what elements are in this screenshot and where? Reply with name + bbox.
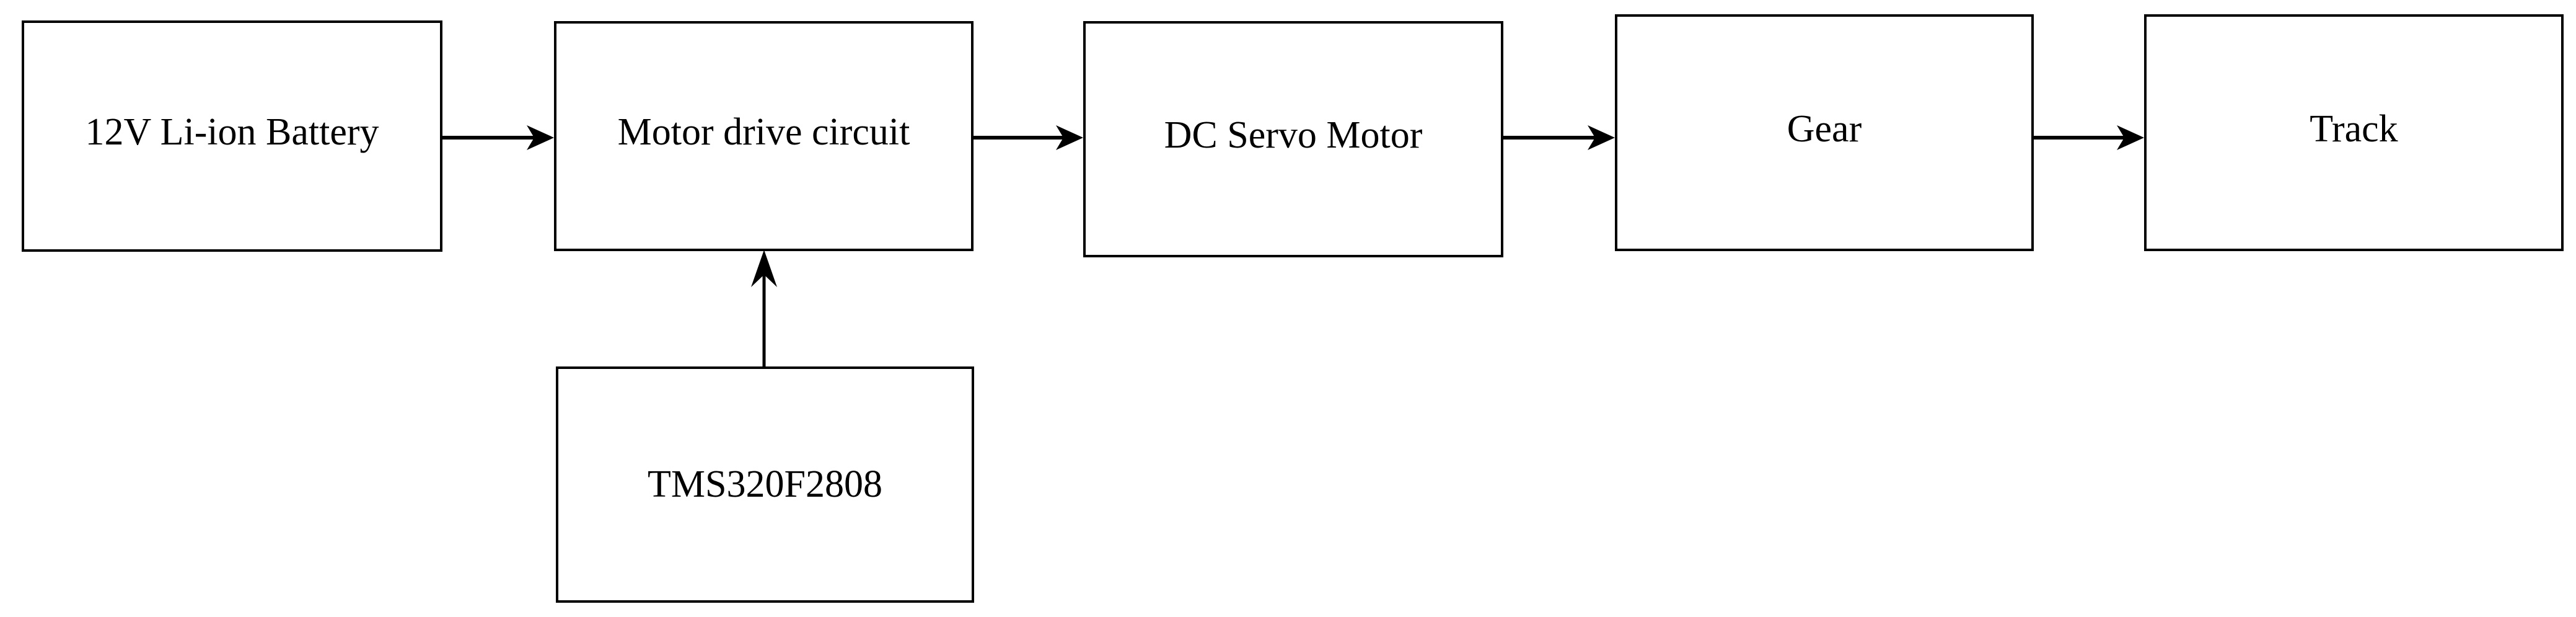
block-label-battery: 12V Li-ion Battery (85, 111, 379, 154)
block-controller[interactable]: TMS320F2808 (556, 366, 974, 603)
block-dc-servo-motor[interactable]: DC Servo Motor (1083, 21, 1503, 257)
arrow-battery-to-motor-drive-circuit (442, 124, 554, 151)
arrow-controller-to-motor-drive-circuit (750, 250, 778, 368)
arrow-dc-servo-motor-to-gear (1503, 124, 1615, 151)
block-gear[interactable]: Gear (1615, 14, 2034, 251)
block-label-dc-servo-motor: DC Servo Motor (1164, 114, 1423, 157)
arrow-gear-to-track (2034, 124, 2144, 151)
block-track[interactable]: Track (2144, 14, 2564, 251)
arrow-motor-drive-circuit-to-dc-servo-motor (974, 124, 1083, 151)
block-label-motor-drive-circuit: Motor drive circuit (617, 111, 910, 154)
block-motor-drive-circuit[interactable]: Motor drive circuit (554, 21, 974, 251)
block-label-controller: TMS320F2808 (648, 463, 882, 506)
block-battery[interactable]: 12V Li-ion Battery (22, 20, 442, 252)
block-label-gear: Gear (1787, 107, 1862, 150)
block-label-track: Track (2310, 107, 2398, 150)
